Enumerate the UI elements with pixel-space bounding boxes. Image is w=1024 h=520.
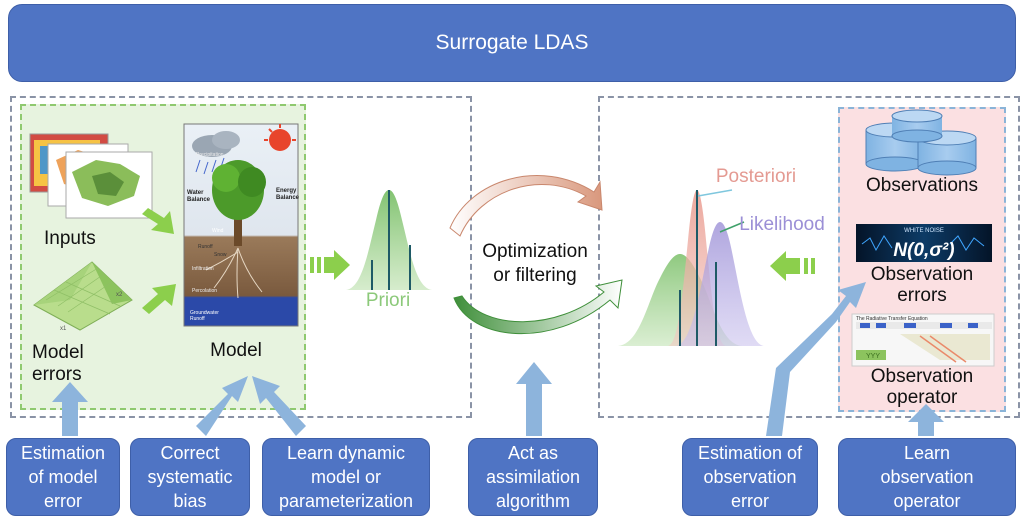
observations-database-icon [865,109,977,176]
radiative-transfer-image: The Radiative Transfer Equation YYY [851,313,995,367]
svg-text:x1: x1 [60,326,67,332]
likelihood-label: Likelihood [739,214,825,235]
white-noise-image: WHITE NOISE N(0,σ²) [856,224,992,262]
learn-dynamic-model-box: Learn dynamic model or parameterization [262,438,430,516]
arrow-dynamic-model [252,376,306,436]
inputs-label: Inputs [44,228,96,249]
svg-text:YYY: YYY [866,353,880,360]
svg-text:x2: x2 [116,292,123,298]
model-image-runoff: Runoff [198,244,213,250]
posteriori-label: Posteriori [715,166,797,187]
learn-observation-operator-text: Learn observation operator [880,443,974,511]
model-section [10,96,472,418]
estimation-observation-error-text: Estimation of observation error [697,443,803,511]
arrow-systematic-bias [196,376,248,436]
model-image-percolation: Percolation [192,288,217,294]
learn-observation-operator-box: Learn observation operator [838,438,1016,516]
priori-label: Priori [365,290,411,311]
model-to-priori-arrow [310,250,350,280]
title-banner: Surrogate LDAS [8,4,1016,82]
page-title: Surrogate LDAS [435,31,589,54]
optimization-cycle-arrows [449,175,623,335]
arrow-assimilation [516,362,552,436]
noise-formula: N(0,σ²) [893,240,954,261]
posterior-distributions [618,189,764,346]
noise-caption: WHITE NOISE [904,228,944,234]
observations-label: Observations [866,175,978,196]
correct-bias-text: Correct systematic bias [147,443,233,511]
errors-to-model-arrow [142,284,176,314]
observation-to-posterior-arrow [770,251,815,281]
arrow-observation-error [766,282,866,436]
model-image-snow: Snow [214,252,227,258]
model-errors-surface-image: x1 x2 [33,261,133,332]
operator-image-caption: The Radiative Transfer Equation [856,316,928,322]
priori-distribution [346,190,432,290]
observation-section [598,96,1020,418]
model-image-infiltration: Infiltration [192,266,214,272]
arrow-observation-operator [908,404,944,436]
estimation-model-error-box: Estimation of model error [6,438,120,516]
correct-bias-box: Correct systematic bias [130,438,250,516]
learn-dynamic-model-text: Learn dynamic model or parameterization [278,443,414,511]
model-image-precipitation: Precipitation [196,152,224,158]
model-image-wind: Wind [212,228,224,234]
observation-errors-label: Observation errors [870,264,974,306]
inputs-to-model-arrow [142,208,174,234]
optimization-label: Optimization or filtering [482,241,588,286]
model-label: Model [210,340,262,361]
assimilation-algorithm-text: Act as assimilation algorithm [485,443,581,511]
estimation-model-error-text: Estimation of model error [20,443,106,511]
inputs-maps-image [29,133,153,219]
arrow-model-error [52,382,88,436]
estimation-observation-error-box: Estimation of observation error [682,438,818,516]
observation-operator-label: Observation operator [870,366,974,408]
model-errors-label: Model errors [32,342,84,385]
assimilation-algorithm-box: Act as assimilation algorithm [468,438,598,516]
